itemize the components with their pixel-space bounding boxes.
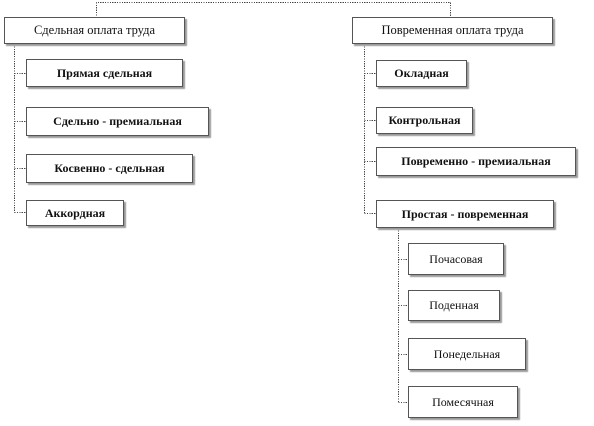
node-salary: Окладная [376, 60, 467, 87]
root-time-based: Повременная оплата труда [352, 17, 553, 44]
node-control: Контрольная [376, 107, 473, 134]
node-weekly: Понедельная [408, 338, 526, 370]
node-time-bonus: Повременно - премиальная [376, 147, 576, 176]
node-simple-time: Простая - повременная [376, 200, 554, 228]
node-daily: Поденная [408, 290, 500, 321]
node-direct-piecework: Прямая сдельная [26, 59, 183, 87]
node-monthly: Помесячная [408, 386, 518, 418]
node-hourly: Почасовая [408, 243, 504, 275]
root-connector [96, 2, 451, 18]
node-piecework-bonus: Сдельно - премиальная [26, 107, 209, 136]
node-indirect-piecework: Косвенно - сдельная [26, 154, 193, 183]
node-lump-sum: Аккордная [26, 200, 124, 226]
root-piecework: Сдельная оплата труда [4, 17, 185, 44]
